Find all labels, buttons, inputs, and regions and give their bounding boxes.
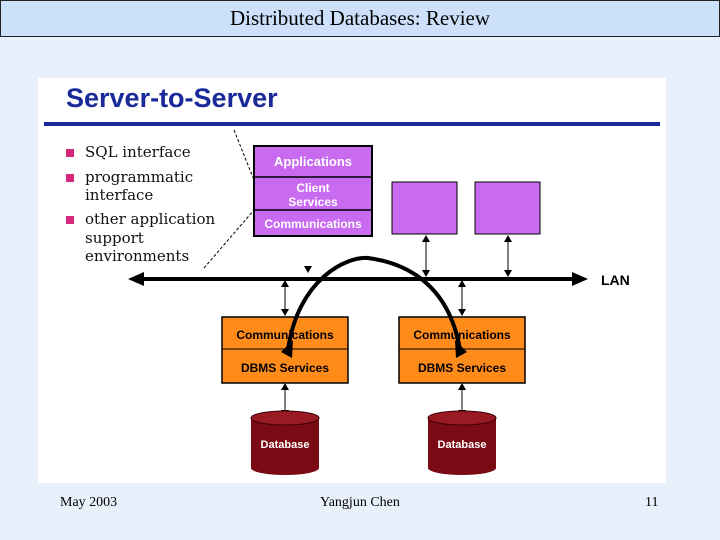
client-box-small	[474, 181, 541, 235]
bullet-other-line2: support	[85, 229, 144, 247]
client-services-label-2: Services	[288, 195, 338, 209]
arrow-up-icon	[458, 280, 466, 287]
footer-page-number: 11	[645, 495, 659, 510]
database-left-label: Database	[261, 439, 310, 451]
arrow-down-icon	[281, 309, 289, 316]
slide-title: Distributed Databases: Review	[229, 6, 491, 30]
arrow-up-icon	[458, 383, 466, 390]
bullet-marker	[66, 149, 74, 157]
database-cylinder-left	[250, 410, 320, 475]
bullet-marker	[66, 216, 74, 224]
curve-left-arrowhead-icon	[281, 340, 293, 358]
client-box	[253, 145, 373, 237]
lan-left-arrow-icon	[128, 272, 144, 286]
arrow-up-icon	[281, 383, 289, 390]
arrow-down-icon	[422, 270, 430, 277]
arrow-down-icon	[458, 309, 466, 316]
bullet-other-line1: other application	[85, 210, 215, 228]
database-right-label: Database	[438, 439, 487, 451]
server-to-server-curve-arrow	[286, 255, 462, 351]
heading-rule	[44, 122, 660, 126]
client-services-label-1: Client	[296, 181, 329, 195]
arrow-up-icon	[281, 280, 289, 287]
lan-right-arrow-icon	[572, 272, 588, 286]
server-left-communications-label: Communications	[236, 328, 334, 342]
footer-author: Yangjun Chen	[320, 495, 400, 510]
bullet-pointer-line	[203, 209, 255, 269]
arrow-down-icon	[504, 270, 512, 277]
server-to-server-diagram: Server-to-Server SQL interface programma…	[38, 78, 666, 483]
client-applications-label: Applications	[274, 154, 352, 169]
bullet-other-line3: environments	[85, 247, 189, 265]
database-cylinder-right	[427, 410, 497, 475]
bullet-marker	[66, 174, 74, 182]
bullet-programmatic-line2: interface	[85, 186, 153, 204]
bullet-sql-interface: SQL interface	[85, 143, 191, 161]
client-communications-label: Communications	[264, 217, 362, 231]
client-box-small	[391, 181, 458, 235]
bullet-programmatic-line1: programmatic	[85, 168, 193, 186]
diagram-heading: Server-to-Server	[66, 83, 278, 113]
arrow-up-icon	[422, 235, 430, 242]
client-down-arrow-icon	[304, 266, 312, 273]
server-left-dbms-label: DBMS Services	[241, 361, 329, 375]
lan-label: LAN	[601, 272, 630, 288]
bullet-pointer-line	[233, 129, 255, 181]
curve-right-arrowhead-icon	[455, 340, 467, 358]
server-right-dbms-label: DBMS Services	[418, 361, 506, 375]
slide-title-bar: Distributed Databases: Review	[0, 0, 720, 37]
footer-date: May 2003	[60, 495, 118, 510]
arrow-up-icon	[504, 235, 512, 242]
server-right-communications-label: Communications	[413, 328, 511, 342]
